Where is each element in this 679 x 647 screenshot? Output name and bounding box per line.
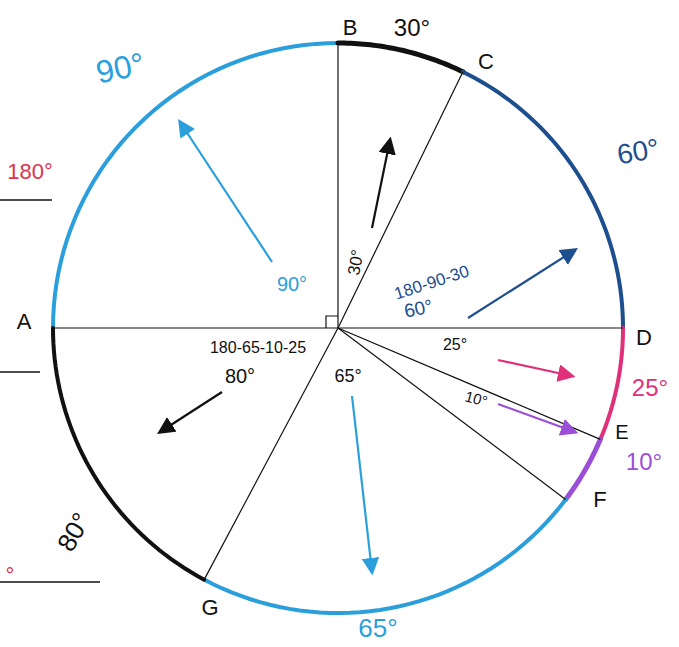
angle-label: 80° — [225, 366, 255, 386]
angle-label: D — [636, 327, 652, 349]
radius-line — [204, 328, 338, 580]
angle-label: 180° — [7, 161, 53, 183]
angle-label: 25° — [443, 337, 467, 353]
right-angle-mark — [326, 316, 338, 328]
angle-label: 25° — [632, 376, 668, 400]
angle-label: 10° — [463, 388, 489, 408]
arc — [53, 328, 204, 580]
angle-label: 80° — [53, 508, 95, 555]
arc — [338, 43, 463, 72]
angle-label: 90° — [93, 47, 147, 88]
answer-line — [0, 199, 52, 201]
angle-label: 180-90-30 — [393, 262, 472, 302]
arrow — [468, 250, 575, 318]
angle-label: 65° — [334, 367, 361, 385]
angle-label: 90° — [277, 274, 307, 294]
angle-label: 180-65-10-25 — [210, 340, 306, 356]
arrow — [498, 404, 575, 432]
arrow — [352, 396, 372, 572]
arc — [204, 500, 565, 613]
angle-label: F — [593, 489, 606, 511]
radius-line — [338, 328, 566, 500]
angle-label: C — [478, 51, 494, 73]
radius-line — [53, 327, 338, 328]
angle-label: 10° — [626, 450, 662, 474]
angle-label: 60° — [402, 296, 434, 321]
angle-label: ° — [6, 565, 15, 587]
angle-label: 30° — [394, 16, 430, 40]
angle-label: G — [201, 597, 218, 619]
radius-line — [337, 43, 338, 328]
angle-label: 60° — [615, 135, 662, 170]
angle-label: A — [17, 311, 32, 333]
arrow — [372, 140, 390, 228]
arc — [53, 43, 338, 328]
radius-line — [338, 327, 623, 328]
arrow — [180, 122, 272, 262]
circle-outline — [53, 43, 623, 613]
arc — [463, 72, 623, 328]
angle-label: 65° — [358, 615, 397, 641]
angle-label: E — [615, 422, 628, 442]
answer-line — [0, 581, 100, 583]
arrow — [160, 392, 222, 432]
radius-line — [338, 328, 600, 439]
arrow — [498, 360, 572, 376]
angle-label: 30° — [345, 248, 366, 276]
angle-label: B — [343, 17, 358, 39]
answer-line — [0, 371, 40, 373]
